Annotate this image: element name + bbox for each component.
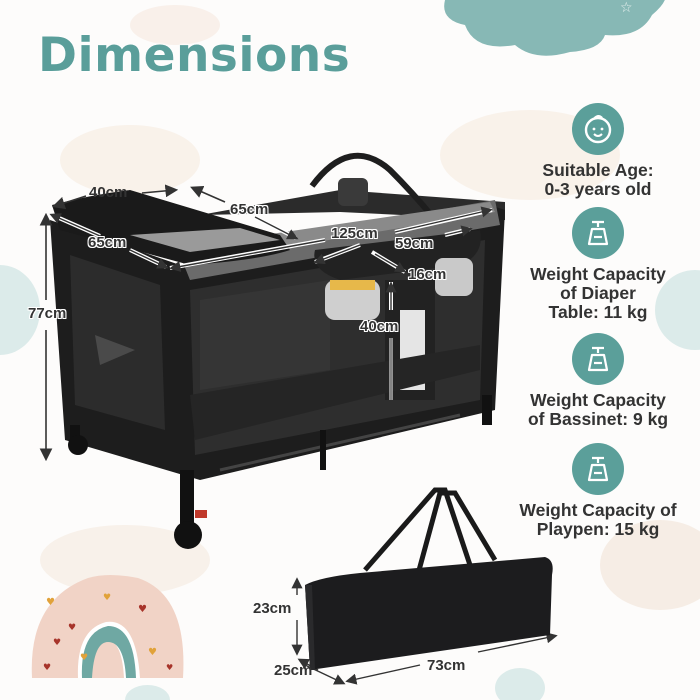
baby-face-icon — [572, 103, 624, 155]
background-cloud — [130, 5, 220, 45]
svg-text:♥: ♥ — [46, 597, 55, 608]
dim-overall-length: 125cm — [331, 225, 378, 242]
dim-bag-length: 73cm — [427, 657, 466, 674]
svg-text:♥: ♥ — [80, 653, 88, 663]
background-cloud — [495, 668, 545, 700]
feature-text: Weight Capacity of Bassinet: 9 kg — [527, 390, 669, 429]
feature-bassinet-capacity: Weight Capacity of Bassinet: 9 kg — [503, 333, 693, 429]
svg-text:♥: ♥ — [68, 623, 76, 633]
dim-overall-height: 77cm — [28, 305, 67, 322]
dim-bag-height: 23cm — [253, 600, 292, 617]
dim-organizer-length: 59cm — [395, 235, 434, 252]
background-cloud — [600, 520, 700, 610]
dim-bag-depth: 25cm — [274, 662, 313, 679]
feature-playpen-capacity: Weight Capacity of Playpen: 15 kg — [503, 443, 693, 539]
svg-text:☆: ☆ — [620, 0, 633, 16]
weight-icon — [572, 443, 624, 495]
feature-text: Weight Capacity of Playpen: 15 kg — [519, 500, 677, 539]
svg-text:♥: ♥ — [103, 593, 111, 603]
svg-text:♥: ♥ — [53, 638, 61, 648]
dim-changing-table-width: 40cm — [89, 184, 128, 201]
feature-text: Weight Capacity of Diaper Table: 11 kg — [530, 264, 666, 322]
weight-icon — [572, 333, 624, 385]
dim-organizer-height: 40cm — [360, 318, 399, 335]
background-cloud — [125, 685, 170, 700]
feature-diaper-table-capacity: Weight Capacity of Diaper Table: 11 kg — [503, 207, 693, 322]
carry-bag-image — [305, 487, 553, 670]
playard-crib-image — [50, 152, 505, 549]
weight-icon — [572, 207, 624, 259]
dim-organizer-depth: 16cm — [408, 266, 447, 283]
dim-changing-table-length: 65cm — [230, 201, 269, 218]
background-cloud — [60, 125, 200, 195]
dim-bassinet-length: 65cm — [88, 234, 127, 251]
rainbow-decoration: ♥ ♥ ♥ ♥ ♥ ♥ ♥ ♥ ♥ — [31, 575, 184, 678]
svg-text:♥: ♥ — [43, 663, 51, 673]
feature-text: Suitable Age: 0-3 years old — [542, 160, 654, 199]
page-title: Dimensions — [38, 28, 351, 83]
teal-cloud-decoration: ☆ ☆ — [444, 0, 665, 56]
svg-text:♥: ♥ — [148, 647, 157, 658]
svg-text:♥: ♥ — [138, 604, 147, 615]
feature-suitable-age: Suitable Age: 0-3 years old — [503, 103, 693, 199]
svg-text:♥: ♥ — [166, 663, 173, 672]
